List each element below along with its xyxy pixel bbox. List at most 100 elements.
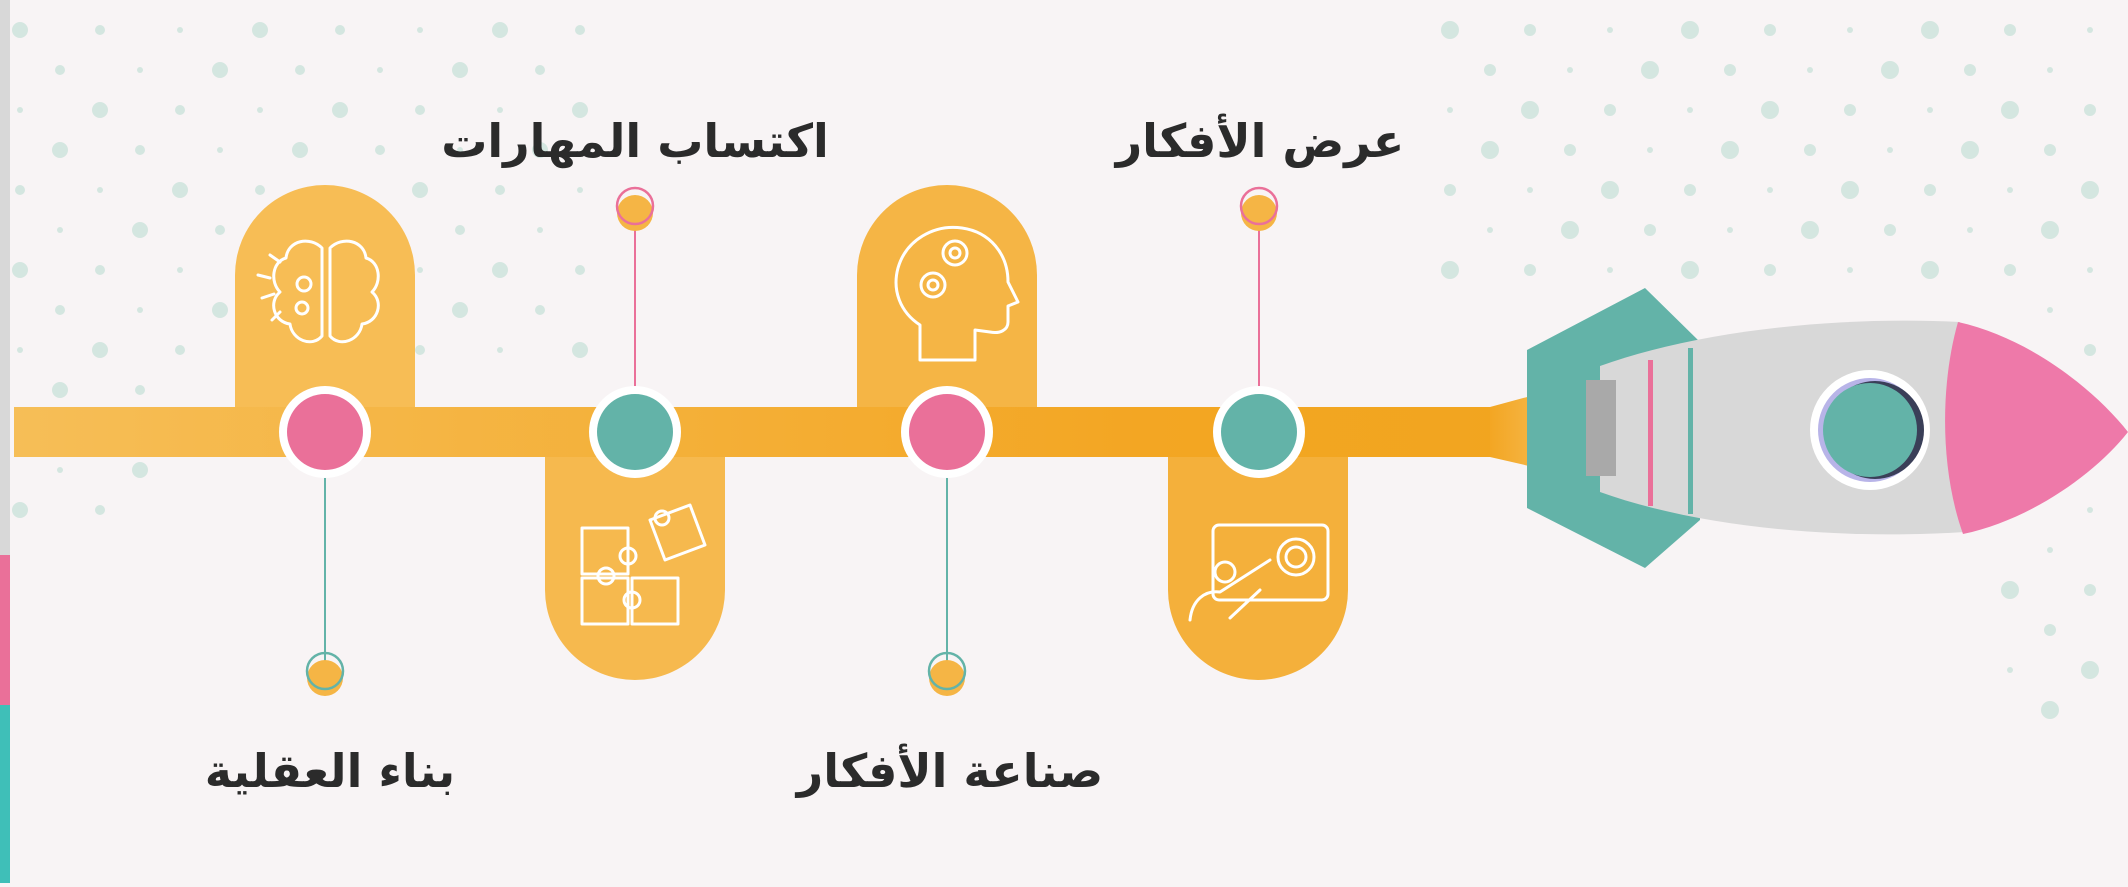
background-dot [1524, 264, 1536, 276]
left-edge-pink-strip [0, 555, 10, 705]
step-node-4 [1213, 386, 1305, 478]
background-dot [412, 182, 428, 198]
background-dot [572, 342, 588, 358]
background-dot [452, 302, 468, 318]
step-node-3 [901, 386, 993, 478]
background-dot [1964, 64, 1976, 76]
background-dot [415, 345, 425, 355]
background-dot [417, 27, 423, 33]
background-dot [575, 25, 585, 35]
background-dot [2081, 661, 2099, 679]
step-tab-3 [857, 185, 1037, 407]
background-dot [52, 382, 68, 398]
background-dot [497, 107, 503, 113]
background-dot [2044, 144, 2056, 156]
background-dot [2001, 581, 2019, 599]
background-dot [1604, 104, 1616, 116]
background-dot [1441, 21, 1459, 39]
background-dot [1567, 67, 1573, 73]
background-dot [375, 145, 385, 155]
brain-gears-icon [256, 239, 380, 344]
background-dot [212, 62, 228, 78]
left-edge-teal-strip [0, 705, 10, 883]
background-dot [1924, 184, 1936, 196]
background-dot [575, 265, 585, 275]
background-dot [377, 67, 383, 73]
puzzle-icon [580, 503, 707, 626]
background-dot [17, 107, 23, 113]
background-dot [1681, 21, 1699, 39]
background-dot [1764, 24, 1776, 36]
background-dot [15, 185, 25, 195]
background-dot [132, 462, 148, 478]
background-dot [2007, 667, 2013, 673]
background-dot [455, 225, 465, 235]
background-dot [252, 22, 268, 38]
background-dot [2044, 624, 2056, 636]
background-dot [1684, 184, 1696, 196]
background-dot [452, 62, 468, 78]
background-dot [2047, 307, 2053, 313]
background-dot [1884, 224, 1896, 236]
background-dot [92, 342, 108, 358]
background-dot [52, 142, 68, 158]
background-dot [2084, 584, 2096, 596]
background-dot [177, 267, 183, 273]
background-dot [172, 182, 188, 198]
background-dot [415, 105, 425, 115]
background-dot [135, 385, 145, 395]
background-dot [1961, 141, 1979, 159]
background-dot [1444, 184, 1456, 196]
background-dot [1647, 147, 1653, 153]
step-label-3: صناعة الأفكار [796, 744, 1104, 798]
background-dot [1921, 261, 1939, 279]
background-dot [1887, 147, 1893, 153]
background-dot [1521, 101, 1539, 119]
background-dot [1847, 267, 1853, 273]
background-dot [1801, 221, 1819, 239]
head-gears-icon [894, 225, 1020, 362]
background-dot [497, 347, 503, 353]
background-dot [2084, 104, 2096, 116]
background-dot [1761, 101, 1779, 119]
left-edge-strip [0, 0, 10, 883]
background-dot [215, 225, 225, 235]
background-dot [417, 267, 423, 273]
background-dot [12, 22, 28, 38]
background-dot [1564, 144, 1576, 156]
background-dot [492, 262, 508, 278]
background-dot [2041, 221, 2059, 239]
background-dot [1927, 107, 1933, 113]
step-node-2 [589, 386, 681, 478]
background-dot [175, 345, 185, 355]
background-dot [2047, 547, 2053, 553]
background-dot [1967, 227, 1973, 233]
end-dot-2 [615, 186, 655, 231]
background-dot [1487, 227, 1493, 233]
background-dot [255, 185, 265, 195]
background-dot [12, 262, 28, 278]
background-dot [2087, 27, 2093, 33]
background-dot [1484, 64, 1496, 76]
background-dot [57, 467, 63, 473]
background-dot [537, 227, 543, 233]
background-dot [332, 102, 348, 118]
background-dot [137, 307, 143, 313]
background-dot [292, 142, 308, 158]
background-dot [1447, 107, 1453, 113]
background-dot [1724, 64, 1736, 76]
end-dot-4 [1239, 186, 1279, 231]
background-dot [2041, 701, 2059, 719]
background-dot [1561, 221, 1579, 239]
background-dot [335, 25, 345, 35]
background-dot [2087, 507, 2093, 513]
rocket-icon [1527, 288, 2128, 568]
background-dot [2007, 187, 2013, 193]
background-dot [2084, 344, 2096, 356]
background-dot [1727, 227, 1733, 233]
background-dot [95, 505, 105, 515]
background-dot [55, 65, 65, 75]
step-node-1 [279, 386, 371, 478]
